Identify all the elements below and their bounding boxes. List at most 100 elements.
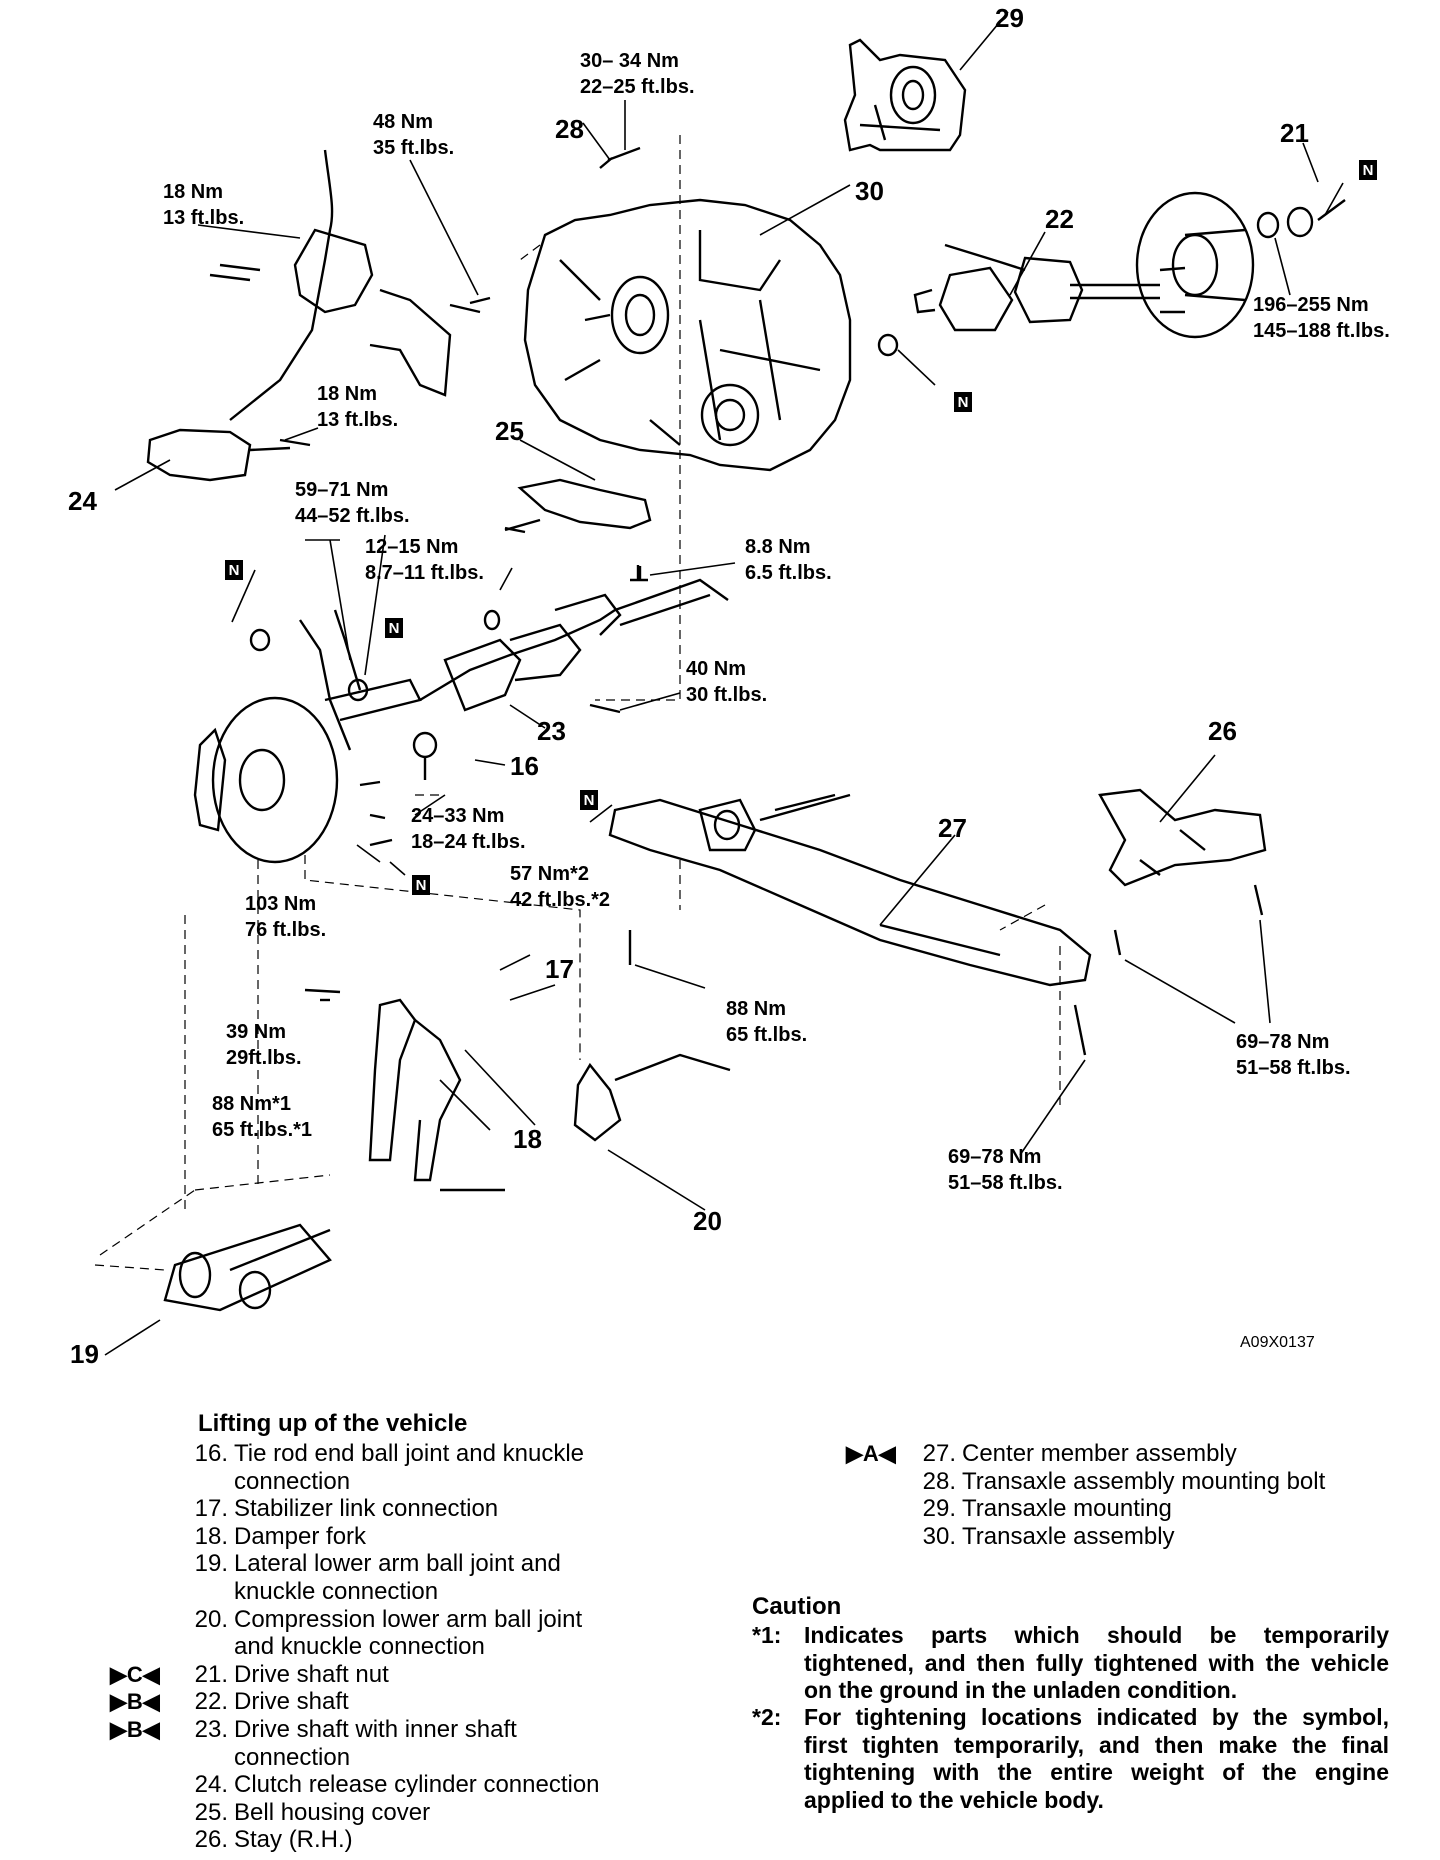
inner-drive-shaft-drawing — [419, 578, 729, 712]
item-text: Damper fork — [234, 1522, 367, 1550]
item-text: Drive shaft with inner shaft — [234, 1715, 517, 1743]
alignment-lines — [94, 135, 1061, 1271]
legend-heading: Lifting up of the vehicle — [198, 1410, 468, 1437]
legend-item: 28.Transaxle assembly mounting bolt — [840, 1468, 1440, 1496]
bolts — [209, 146, 1264, 1056]
item-text: Clutch release cylinder connection — [234, 1771, 600, 1799]
item-text: Center member assembly — [962, 1440, 1237, 1467]
item-number: 18. — [194, 1522, 228, 1550]
legend-item: 17.Stabilizer link connection — [10, 1495, 670, 1523]
leader-lines — [104, 11, 1344, 1356]
callout-18: 18 — [513, 1124, 542, 1154]
legend-item: 26.Stay (R.H.) — [10, 1826, 670, 1854]
item-number: 19. — [194, 1550, 228, 1578]
transaxle-assembly-drawing — [523, 198, 852, 472]
caution-note-1: *1: Indicates parts which should be temp… — [752, 1622, 1440, 1706]
new-part-symbol: N — [954, 392, 972, 412]
new-part-symbol: N — [412, 875, 430, 895]
callout-23: 23 — [537, 716, 566, 746]
brake-disc-drawing — [877, 191, 1346, 357]
item-number: 21. — [194, 1660, 228, 1688]
item-text: connection — [234, 1467, 351, 1495]
item-text: Stay (R.H.) — [234, 1826, 353, 1854]
legend-item-continuation: and knuckle connection — [10, 1633, 670, 1661]
item-number: 24. — [194, 1771, 228, 1799]
new-part-symbol: N — [385, 618, 403, 638]
legend-item-continuation: knuckle connection — [10, 1578, 670, 1606]
operation-symbol: ▶B◀ — [110, 1689, 160, 1715]
item-number: 22. — [194, 1688, 228, 1716]
operation-symbol: ▶B◀ — [110, 1716, 160, 1742]
legend-item: 25.Bell housing cover — [10, 1799, 670, 1827]
item-text: Transaxle assembly mounting bolt — [962, 1467, 1326, 1495]
legend-item: 18.Damper fork — [10, 1523, 670, 1551]
item-number: 27. — [922, 1440, 956, 1467]
callout-20: 20 — [693, 1206, 722, 1236]
legend-item: 19.Lateral lower arm ball joint and — [10, 1550, 670, 1578]
operation-symbol: ▶A◀ — [846, 1441, 896, 1466]
clutch-release-cylinder-drawing — [146, 149, 481, 482]
legend-item: ▶B◀ 23.Drive shaft with inner shaft — [10, 1716, 670, 1744]
svg-text:N: N — [389, 620, 400, 637]
callout-16: 16 — [510, 751, 539, 781]
callout-17: 17 — [545, 954, 574, 984]
bell-housing-cover-drawing — [504, 478, 652, 580]
caution-title: Caution — [752, 1593, 842, 1620]
note-text: For tightening locations indicated by th… — [804, 1704, 1389, 1813]
item-text: Lateral lower arm ball joint and — [234, 1550, 561, 1578]
callout-22: 22 — [1045, 204, 1074, 234]
callout-28: 28 — [555, 114, 584, 144]
lower-arm-assembly-drawing — [163, 998, 731, 1312]
legend-item-continuation: connection — [10, 1468, 670, 1496]
item-text: Stabilizer link connection — [234, 1495, 499, 1523]
legend-item: 20.Compression lower arm ball joint — [10, 1606, 670, 1634]
svg-text:N: N — [416, 877, 427, 894]
legend-item: 24.Clutch release cylinder connection — [10, 1771, 670, 1799]
callout-26: 26 — [1208, 716, 1237, 746]
item-text: Drive shaft — [234, 1688, 349, 1716]
svg-text:N: N — [958, 394, 969, 411]
caution-note-2: *2: For tightening locations indicated b… — [752, 1704, 1440, 1844]
note-mark: *2: — [752, 1704, 782, 1730]
item-text: Bell housing cover — [234, 1798, 431, 1826]
callout-25: 25 — [495, 416, 524, 446]
note-mark: *1: — [752, 1622, 782, 1648]
item-number: 23. — [194, 1715, 228, 1743]
hub-knuckle-drawing — [193, 609, 438, 864]
item-number: 29. — [922, 1495, 956, 1523]
callout-27: 27 — [938, 813, 967, 843]
legend-item: ▶B◀ 22.Drive shaft — [10, 1688, 670, 1716]
operation-symbol: ▶C◀ — [110, 1661, 160, 1687]
new-part-symbol: N — [1359, 160, 1377, 180]
item-number: 28. — [922, 1467, 956, 1495]
center-member-drawing — [608, 793, 1092, 987]
legend-item: 16.Tie rod end ball joint and knuckle — [10, 1440, 670, 1468]
item-text: Transaxle mounting — [962, 1495, 1172, 1523]
figure-code: A09X0137 — [1240, 1334, 1315, 1351]
item-text: Drive shaft nut — [234, 1660, 389, 1688]
item-text: Compression lower arm ball joint — [234, 1605, 583, 1633]
svg-text:N: N — [1363, 162, 1374, 179]
legend-item: ▶C◀ 21.Drive shaft nut — [10, 1661, 670, 1689]
svg-text:N: N — [229, 562, 240, 579]
legend-item: ▶A◀ 27.Center member assembly — [840, 1440, 1440, 1468]
item-text: connection — [234, 1743, 351, 1771]
transaxle-mounting-drawing — [843, 38, 967, 152]
callout-30: 30 — [855, 176, 884, 206]
item-number: 30. — [922, 1522, 956, 1550]
stay-rh-drawing — [1098, 788, 1267, 887]
new-part-symbol: N — [225, 560, 243, 580]
exploded-diagram: N N N N N N 29 28 30 21 22 25 24 23 16 2… — [68, 3, 1390, 1369]
